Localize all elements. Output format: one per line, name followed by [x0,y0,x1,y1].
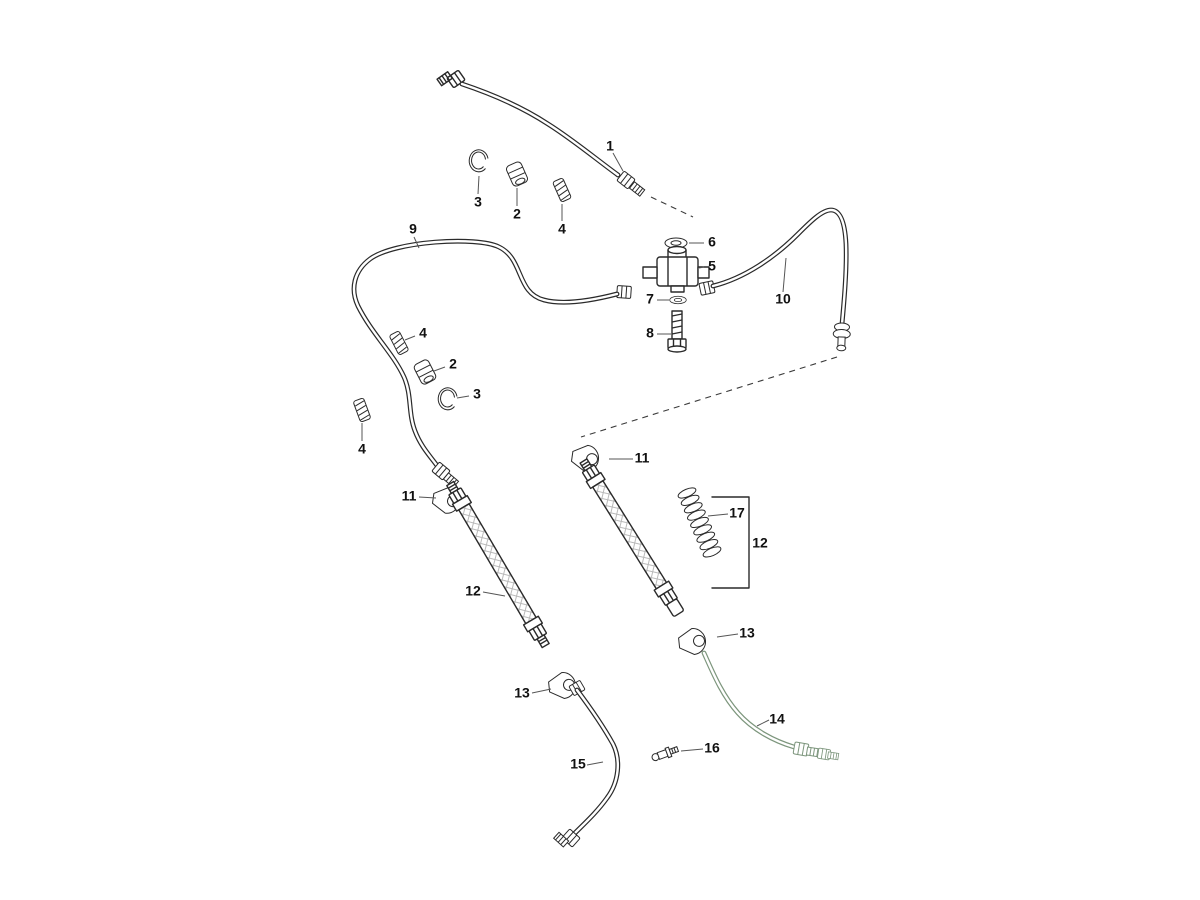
callout-leader-10 [782,257,787,293]
callout-leader-11 [418,496,437,499]
callout-leader-9 [413,236,420,249]
seal-ring-7 [669,295,687,305]
callout-label-12: 12 [465,583,481,599]
brake-pipe-15 [553,679,621,848]
callout-label-16: 16 [704,740,720,756]
callout-label-13: 13 [514,685,530,701]
callout-label-6: 6 [708,234,716,250]
callout-label-12: 12 [752,535,768,551]
junction-block-5 [642,245,710,293]
retaining-clip-3-top [468,149,489,173]
retaining-clip-3-left [437,387,458,411]
dashed-leader-diagonal [580,356,838,438]
brake-pipe-14-highlighted [701,650,840,761]
callout-label-4: 4 [419,325,427,341]
callout-leader-3 [456,395,470,399]
callout-label-3: 3 [474,194,482,210]
union-2-left [412,358,438,386]
callout-leader-13 [531,688,552,694]
callout-label-11: 11 [402,488,417,504]
pipe9-start-nut-icon [616,285,632,299]
brake-pipe-10 [698,207,852,352]
sleeve-4-top [552,177,572,203]
callout-leader-3 [477,175,480,195]
callout-leader-17 [707,513,729,517]
brake-pipe-1 [436,69,646,197]
bleeder-valve-16 [650,743,680,764]
callout-label-4: 4 [358,441,366,457]
callout-label-2: 2 [513,206,521,222]
callout-leader-16 [680,748,704,752]
callout-leader-5 [698,266,705,269]
hollow-bolt-8 [667,310,687,353]
sleeve-4-left-upper [388,330,410,356]
callout-leader-1 [612,152,624,172]
callout-label-3: 3 [473,386,481,402]
brake-hose-12-right [579,458,684,617]
callout-label-13: 13 [739,625,755,641]
callout-label-1: 1 [606,138,614,154]
dashed-leader-top [650,196,694,218]
group-bracket-12 [711,496,750,589]
callout-label-7: 7 [646,291,654,307]
callout-label-10: 10 [775,291,791,307]
callout-leader-14 [756,719,770,727]
callout-label-11: 11 [635,450,650,466]
callout-leader-4 [404,335,416,341]
callout-label-9: 9 [409,221,417,237]
callout-leader-2 [433,366,446,372]
pipe14-end-thread-icon [827,751,840,761]
callout-leader-13 [716,633,739,638]
brake-hose-12-left [446,480,550,649]
brake-pipe-9 [351,238,632,488]
callout-label-17: 17 [729,505,745,521]
callout-label-2: 2 [449,356,457,372]
union-2-top [504,160,530,188]
sleeve-4-left-lower [352,397,372,423]
callout-leader-15 [586,761,604,766]
callout-label-4: 4 [558,221,566,237]
callout-label-14: 14 [769,711,785,727]
callout-label-8: 8 [646,325,654,341]
callout-leader-12 [482,591,506,597]
callout-label-15: 15 [570,756,586,772]
callout-label-5: 5 [708,258,716,274]
pipe10-grommet-icon [832,322,852,352]
